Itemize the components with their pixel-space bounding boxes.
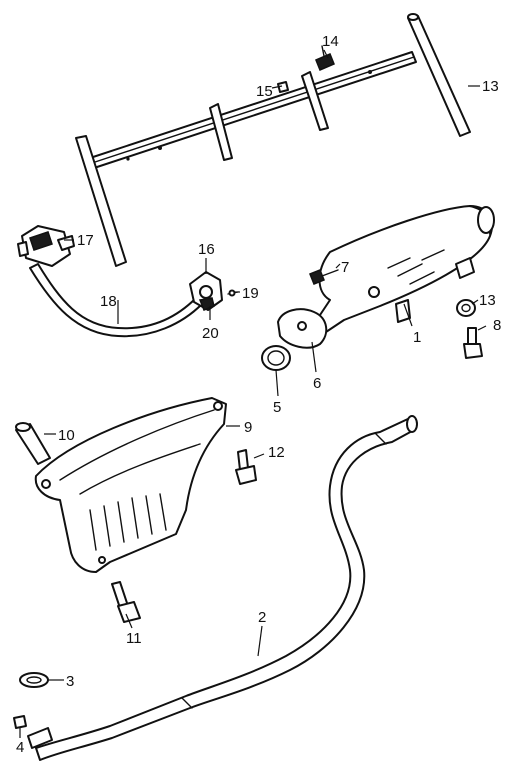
bolt-11 <box>111 581 141 623</box>
callout-20: 20 <box>202 325 219 342</box>
callout-labels: 1 2 3 4 5 6 7 8 9 10 11 12 13 13 14 15 1… <box>16 33 501 756</box>
callout-12: 12 <box>268 444 285 461</box>
bolt-14 <box>315 45 335 71</box>
bolt-7 <box>309 269 339 285</box>
exhaust-gasket <box>19 672 49 688</box>
callout-8: 8 <box>493 317 501 334</box>
frame-rack <box>75 13 471 267</box>
callout-17: 17 <box>77 232 94 249</box>
exhaust-pipe <box>35 415 418 761</box>
collar <box>277 308 328 349</box>
callout-13-rack: 13 <box>482 78 499 95</box>
leader-lines <box>19 49 487 738</box>
clamp-bracket <box>189 271 239 311</box>
washer-13 <box>456 299 476 317</box>
callout-10: 10 <box>58 427 75 444</box>
callout-18: 18 <box>100 293 117 310</box>
callout-6: 6 <box>313 375 321 392</box>
heat-shield <box>34 397 227 573</box>
gasket <box>261 345 291 371</box>
callout-1: 1 <box>413 329 421 346</box>
callout-5: 5 <box>273 399 281 416</box>
valve-assembly <box>17 225 75 267</box>
callout-9: 9 <box>244 419 252 436</box>
callout-15: 15 <box>256 83 273 100</box>
callout-14: 14 <box>322 33 339 50</box>
bolt-8 <box>463 327 483 359</box>
callout-3: 3 <box>66 673 74 690</box>
callout-16: 16 <box>198 241 215 258</box>
callout-2: 2 <box>258 609 266 626</box>
callout-11: 11 <box>126 630 142 647</box>
callout-19: 19 <box>242 285 259 302</box>
nut-15 <box>277 81 289 93</box>
callout-7: 7 <box>341 259 349 276</box>
callout-4: 4 <box>16 739 24 756</box>
bolt-12 <box>235 449 257 485</box>
tube <box>15 422 51 465</box>
muffler <box>314 205 495 334</box>
flange-nut <box>13 715 53 749</box>
callout-13-washer: 13 <box>479 292 496 309</box>
